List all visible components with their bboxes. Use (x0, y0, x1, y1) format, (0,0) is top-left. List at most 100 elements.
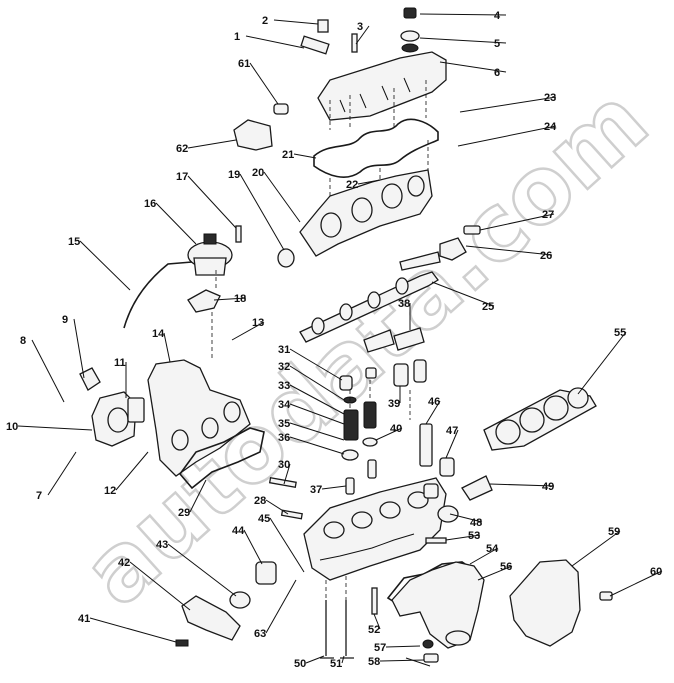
callout-leader-24 (457, 125, 557, 147)
callout-leader-2 (273, 19, 319, 25)
callout-leader-54 (469, 547, 499, 565)
callout-leader-32 (289, 365, 345, 401)
callout-label-11: 11 (114, 357, 126, 369)
callout-label-16: 16 (144, 198, 156, 210)
callout-label-43: 43 (156, 539, 168, 551)
callout-label-47: 47 (446, 425, 458, 437)
valve-train (339, 327, 427, 495)
callout-label-44: 44 (232, 525, 245, 537)
callout-label-13: 13 (252, 317, 264, 329)
callout-leader-25 (431, 281, 495, 307)
cam-carrier (277, 169, 481, 268)
intake-gasket (178, 427, 265, 490)
callout-label-53: 53 (468, 530, 480, 542)
callout-label-61: 61 (238, 58, 250, 70)
callout-label-35: 35 (278, 418, 290, 430)
callout-label-40: 40 (390, 423, 402, 435)
callout-leader-40 (375, 427, 403, 441)
callout-leader-7 (47, 451, 77, 496)
callout-leader-12 (115, 451, 149, 491)
assembly-lines (211, 80, 429, 600)
callout-label-39: 39 (388, 398, 400, 410)
callout-label-32: 32 (278, 361, 290, 373)
callout-label-57: 57 (374, 642, 386, 654)
callout-leader-50 (305, 655, 325, 664)
callout-label-25: 25 (482, 301, 494, 313)
callout-label-29: 29 (178, 507, 190, 519)
callout-leader-16 (155, 202, 197, 245)
callout-leader-45 (269, 517, 305, 573)
callout-label-27: 27 (542, 209, 554, 221)
callout-label-37: 37 (310, 484, 322, 496)
callout-label-59: 59 (608, 526, 620, 538)
callout-leader-56 (477, 565, 513, 581)
callout-label-50: 50 (294, 658, 306, 670)
callout-leader-63 (265, 579, 297, 634)
callout-label-36: 36 (278, 432, 290, 444)
callout-label-15: 15 (68, 236, 80, 248)
cam-housing-cover (300, 7, 447, 121)
callout-label-23: 23 (544, 92, 556, 104)
callout-leader-17 (187, 175, 237, 229)
callout-label-28: 28 (254, 495, 266, 507)
callout-leader-52 (373, 613, 381, 630)
callout-label-63: 63 (254, 628, 266, 640)
callout-leader-14 (163, 332, 171, 363)
callout-label-31: 31 (278, 344, 290, 356)
callout-label-38: 38 (398, 298, 410, 310)
callout-label-9: 9 (62, 314, 68, 326)
callout-leader-21 (293, 153, 317, 159)
callout-leader-33 (289, 384, 345, 415)
callout-leader-10 (17, 425, 93, 431)
callout-leader-13 (231, 321, 265, 341)
callout-label-52: 52 (368, 624, 380, 636)
callout-label-4: 4 (494, 10, 501, 22)
callout-label-24: 24 (544, 121, 557, 133)
camshaft (299, 251, 441, 343)
callout-leader-28 (265, 499, 289, 515)
cam-housing-gasket (313, 118, 439, 178)
callout-label-21: 21 (282, 149, 294, 161)
callout-leader-5 (419, 37, 507, 44)
egr-valve (187, 225, 242, 313)
callout-label-62: 62 (176, 143, 188, 155)
callout-label-20: 20 (252, 167, 264, 179)
callout-leader-9 (73, 318, 85, 379)
callout-label-30: 30 (278, 459, 290, 471)
callout-label-22: 22 (346, 179, 358, 191)
callout-leader-49 (489, 483, 555, 487)
callout-leader-62 (187, 139, 237, 149)
callout-label-54: 54 (486, 543, 499, 555)
callout-leader-22 (357, 179, 381, 185)
callout-leader-35 (289, 422, 345, 441)
callout-label-42: 42 (118, 557, 130, 569)
callout-leader-55 (577, 331, 627, 395)
callout-leader-57 (385, 645, 421, 648)
callout-label-49: 49 (542, 481, 554, 493)
callout-leader-27 (479, 213, 555, 231)
callout-leader-44 (243, 529, 263, 565)
egr-tube (123, 261, 193, 329)
callout-leader-20 (263, 171, 301, 223)
callout-leader-30 (283, 463, 291, 485)
callout-leaders (17, 13, 663, 664)
callout-leader-42 (129, 561, 191, 611)
callout-label-60: 60 (650, 566, 662, 578)
callout-leader-15 (79, 240, 131, 291)
heat-shield (509, 559, 613, 647)
callout-label-46: 46 (428, 396, 440, 408)
callout-label-2: 2 (262, 15, 268, 27)
callout-leader-41 (89, 617, 177, 643)
callout-label-48: 48 (470, 517, 482, 529)
callout-label-55: 55 (614, 327, 626, 339)
callout-leader-6 (439, 61, 507, 73)
callout-label-12: 12 (104, 485, 116, 497)
callout-leader-18 (213, 297, 247, 301)
callout-label-58: 58 (368, 656, 380, 668)
sensors-and-fittings (268, 423, 493, 544)
callout-label-5: 5 (494, 38, 500, 50)
callout-label-18: 18 (234, 293, 246, 305)
callout-leader-60 (609, 570, 663, 597)
